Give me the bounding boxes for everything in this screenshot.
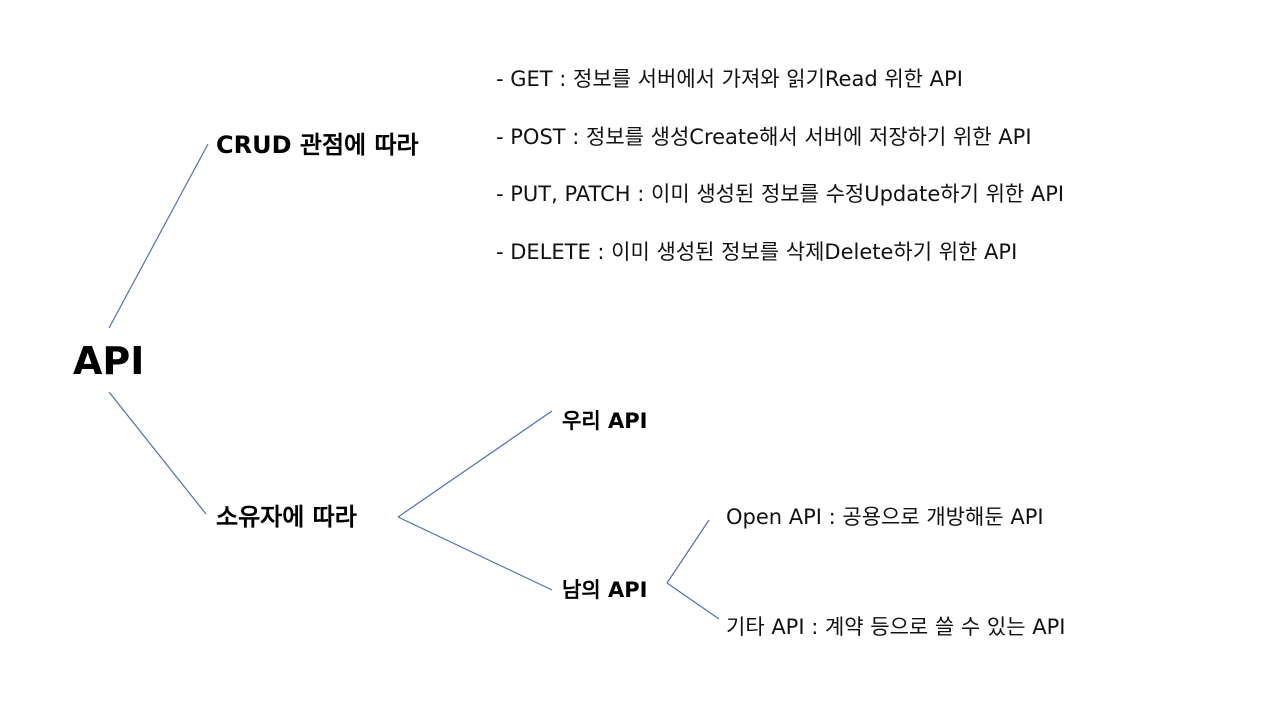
open-api-item: Open API : 공용으로 개방해둔 API <box>726 505 1044 529</box>
connector-others-to-open <box>666 519 710 584</box>
ours-api-label: 우리 API <box>562 409 648 433</box>
connector-api-to-owner <box>108 391 207 515</box>
others-api-label: 남의 API <box>562 578 648 602</box>
owner-branch-label: 소유자에 따라 <box>216 503 357 531</box>
connector-owner-to-others <box>397 516 553 591</box>
crud-item-get: - GET : 정보를 서버에서 가져와 읽기Read 위한 API <box>496 67 963 91</box>
crud-branch-label: CRUD 관점에 따라 <box>216 131 419 159</box>
crud-item-put-patch: - PUT, PATCH : 이미 생성된 정보를 수정Update하기 위한 … <box>496 182 1065 206</box>
connector-api-to-crud <box>108 143 209 329</box>
connector-others-to-etc <box>666 582 720 620</box>
crud-item-delete: - DELETE : 이미 생성된 정보를 삭제Delete하기 위한 API <box>496 240 1018 264</box>
etc-api-item: 기타 API : 계약 등으로 쓸 수 있는 API <box>726 615 1066 639</box>
connector-owner-to-ours <box>397 410 553 518</box>
crud-item-post: - POST : 정보를 생성Create해서 서버에 저장하기 위한 API <box>496 125 1032 149</box>
root-node-label: API <box>73 339 145 383</box>
